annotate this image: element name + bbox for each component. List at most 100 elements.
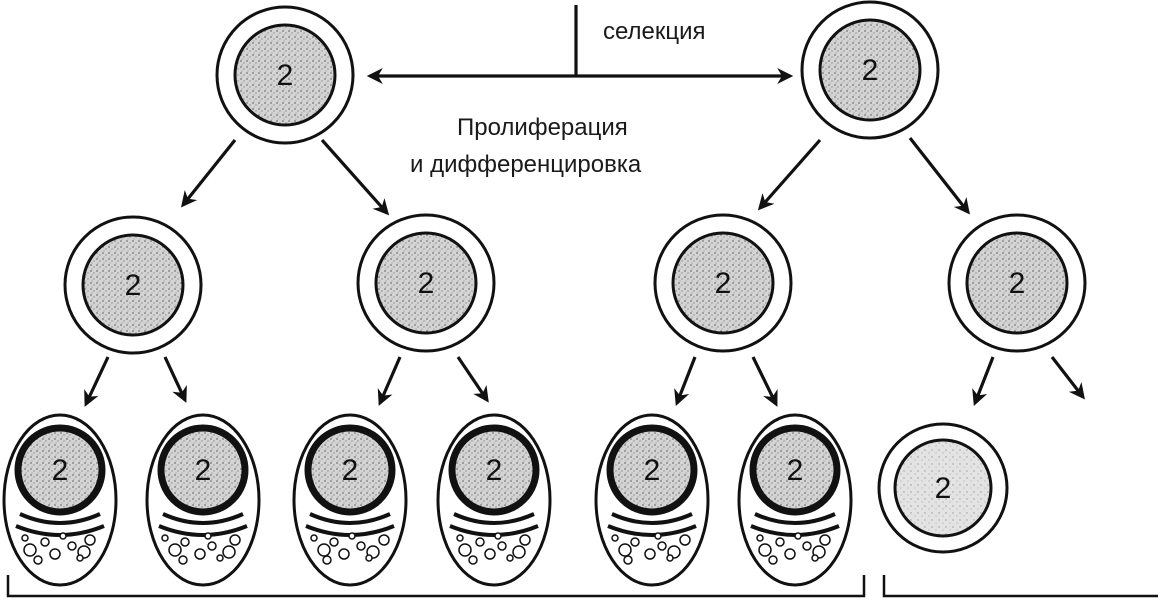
vesicle: [519, 534, 531, 546]
vesicle: [644, 548, 656, 560]
vesicle: [222, 545, 236, 559]
bracket-stem: [882, 575, 1158, 598]
vesicle: [768, 555, 778, 565]
vesicle: [794, 532, 802, 540]
reticulum-arc: [19, 512, 101, 525]
vesicle: [178, 555, 188, 565]
nucleus: [749, 424, 841, 516]
differentiated-cell-2: 2: [145, 413, 261, 587]
progenitor-cell-3: 2: [653, 213, 793, 353]
cell-number: 2: [486, 454, 503, 487]
nucleus: [448, 424, 540, 516]
vesicle: [161, 534, 169, 542]
progenitor-cell-1: 2: [63, 215, 203, 355]
cell-number: 2: [1009, 267, 1026, 300]
vesicle: [59, 532, 67, 540]
cell-number: 2: [862, 54, 879, 87]
vesicle: [229, 534, 241, 546]
reticulum-arc: [453, 512, 535, 525]
vesicle: [611, 534, 619, 542]
vesicle: [666, 554, 674, 562]
vesicle: [49, 548, 61, 560]
differentiated-cell-3: 2: [292, 413, 408, 587]
vesicle: [204, 532, 212, 540]
vesicle: [475, 537, 485, 547]
arrows-level-2: [84, 356, 1085, 407]
vesicle: [775, 537, 785, 547]
proliferation-label-line1: Пролиферация: [457, 114, 628, 141]
reticulum-arc: [754, 512, 836, 525]
vesicle: [216, 554, 224, 562]
vesicle: [819, 534, 831, 546]
nucleus: [157, 424, 249, 516]
vesicle: [630, 537, 640, 547]
cell-number: 2: [715, 267, 732, 300]
vesicle: [310, 534, 318, 542]
vesicle: [378, 534, 390, 546]
vesicle: [329, 537, 339, 547]
nucleus: [304, 424, 396, 516]
vesicle: [168, 543, 182, 557]
stem-cell-bottom-right: 2: [877, 422, 1009, 554]
cell-number: 2: [418, 267, 435, 300]
reticulum-arc: [611, 512, 693, 525]
vesicle: [365, 554, 373, 562]
vesicle: [23, 543, 37, 557]
cell-number: 2: [787, 454, 804, 487]
reticulum-arc: [449, 524, 539, 537]
vesicle: [758, 543, 772, 557]
vesicle: [458, 543, 472, 557]
vesicle: [494, 532, 502, 540]
vesicle: [679, 534, 691, 546]
vesicle: [456, 534, 464, 542]
selection-label: селекция: [603, 18, 706, 45]
vesicle: [657, 541, 667, 551]
vesicle: [468, 555, 478, 565]
vesicle: [322, 555, 332, 565]
vesicle: [40, 537, 50, 547]
vesicle: [33, 555, 43, 565]
vesicle: [356, 541, 366, 551]
vesicle: [512, 545, 526, 559]
vesicle: [317, 543, 331, 557]
progenitor-cell-4: 2: [947, 213, 1087, 353]
differentiated-cell-1: 2: [2, 413, 118, 587]
arrows-level-1: [181, 137, 970, 216]
vesicle: [484, 548, 496, 560]
vesicle: [84, 534, 96, 546]
reticulum-arc: [162, 512, 244, 525]
vesicle: [76, 554, 84, 562]
vesicle: [194, 548, 206, 560]
vesicle: [802, 541, 812, 551]
cell-number: 2: [52, 454, 69, 487]
vesicle: [21, 534, 29, 542]
progenitor-cell-2: 2: [356, 213, 496, 353]
reticulum-arc: [158, 524, 248, 537]
vesicle: [811, 554, 819, 562]
vesicle: [756, 534, 764, 542]
cell-number: 2: [644, 454, 661, 487]
cell-number: 2: [342, 454, 359, 487]
selection-arrow: [366, 5, 794, 84]
reticulum-arc: [309, 512, 391, 525]
vesicle: [207, 541, 217, 551]
stem-cell-top-right: 2: [800, 0, 940, 140]
vesicle: [506, 554, 514, 562]
vesicle: [618, 543, 632, 557]
nucleus: [14, 424, 106, 516]
differentiated-cell-6: 2: [737, 413, 853, 587]
proliferation-label-line2: и дифференцировка: [410, 151, 642, 178]
nucleus: [606, 424, 698, 516]
vesicle: [623, 555, 633, 565]
vesicle: [67, 541, 77, 551]
cell-number: 2: [195, 454, 212, 487]
cell-number: 2: [125, 269, 142, 302]
vesicle: [348, 532, 356, 540]
cell-number: 2: [935, 472, 952, 505]
vesicle: [654, 532, 662, 540]
differentiated-cell-4: 2: [436, 413, 552, 587]
bracket-differentiated: [6, 575, 866, 598]
differentiated-cell-5: 2: [594, 413, 710, 587]
stem-cell-top-left: 2: [215, 5, 355, 145]
